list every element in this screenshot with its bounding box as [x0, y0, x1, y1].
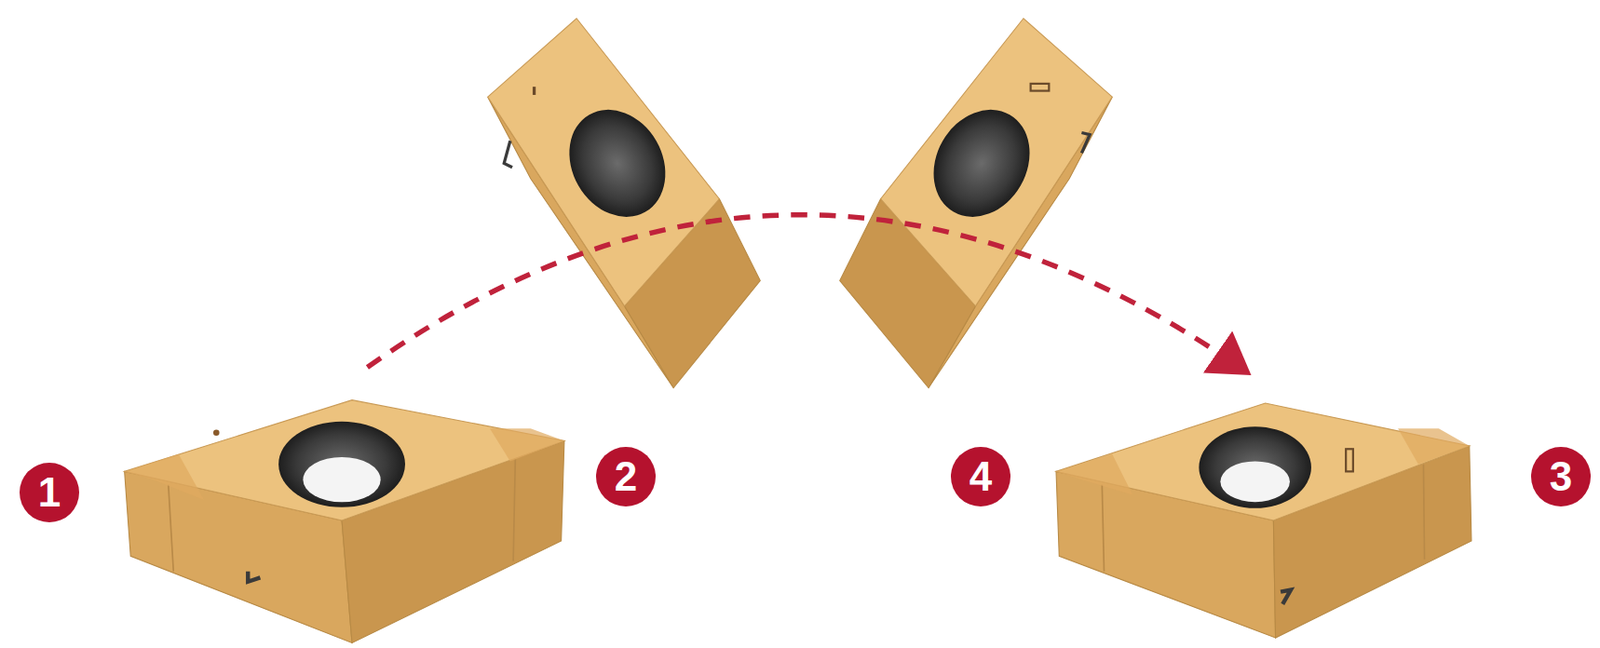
insert-right — [1056, 403, 1472, 638]
insert-flying-right — [840, 18, 1113, 389]
callout-number: 1 — [19, 462, 80, 523]
rotation-arrow — [366, 215, 1243, 370]
insert-left — [124, 400, 565, 644]
callout-number: 4 — [950, 447, 1011, 507]
callout-number: 3 — [1531, 447, 1591, 507]
callout-number: 2 — [596, 447, 656, 507]
insert-flying-left — [488, 18, 761, 389]
